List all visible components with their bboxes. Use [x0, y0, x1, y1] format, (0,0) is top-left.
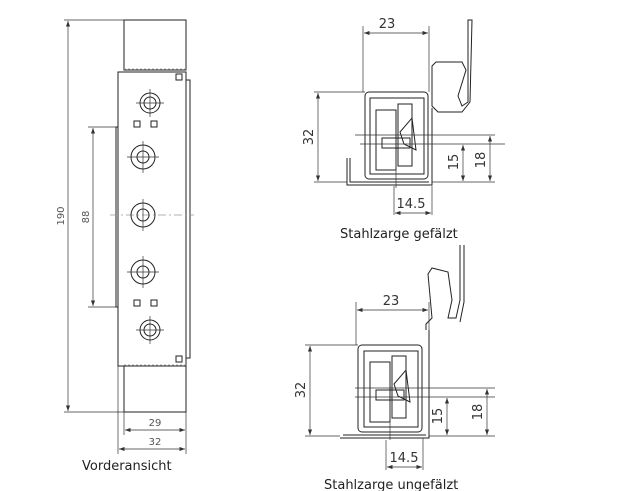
dim-15: 15: [431, 408, 446, 425]
screw-hole: [127, 141, 159, 173]
section-folded-label: Stahlzarge gefälzt: [340, 227, 458, 242]
plate-edge: [185, 79, 191, 359]
dim-width: 23: [379, 17, 396, 32]
dim-height: 190: [56, 206, 67, 225]
dim-inner-width: 29: [149, 418, 162, 429]
screw-hole: [136, 316, 164, 344]
screw-hole: [136, 89, 164, 117]
dim-offset: 14.5: [397, 197, 426, 212]
frame-profile: [431, 19, 473, 113]
section-unfolded: 23 32 15 18 14.5 Stahlzarge ungefälzt: [294, 245, 495, 491]
dim-18: 18: [474, 152, 489, 169]
dim-width: 23: [383, 294, 400, 309]
screw-hole: [130, 199, 156, 231]
section-unfolded-label: Stahlzarge ungefälzt: [324, 478, 458, 491]
dim-height: 32: [302, 129, 317, 146]
dim-height: 32: [294, 382, 309, 399]
section-folded: 23 32 15 18 14.5 Stahlzarge gefälzt: [302, 17, 505, 242]
screw-hole: [127, 256, 159, 288]
dim-hole-span: 88: [81, 211, 92, 224]
dim-18: 18: [471, 404, 486, 421]
bottom-block: [123, 365, 187, 413]
front-view: 190 88 29 32 Vorderansicht: [56, 19, 194, 474]
front-view-label: Vorderansicht: [82, 459, 172, 474]
dim-offset: 14.5: [390, 451, 419, 466]
dim-15: 15: [447, 154, 462, 171]
dim-outer-width: 32: [149, 437, 162, 448]
top-block: [123, 19, 187, 71]
screw-holes: [127, 89, 164, 344]
strike-plate: [117, 71, 187, 367]
